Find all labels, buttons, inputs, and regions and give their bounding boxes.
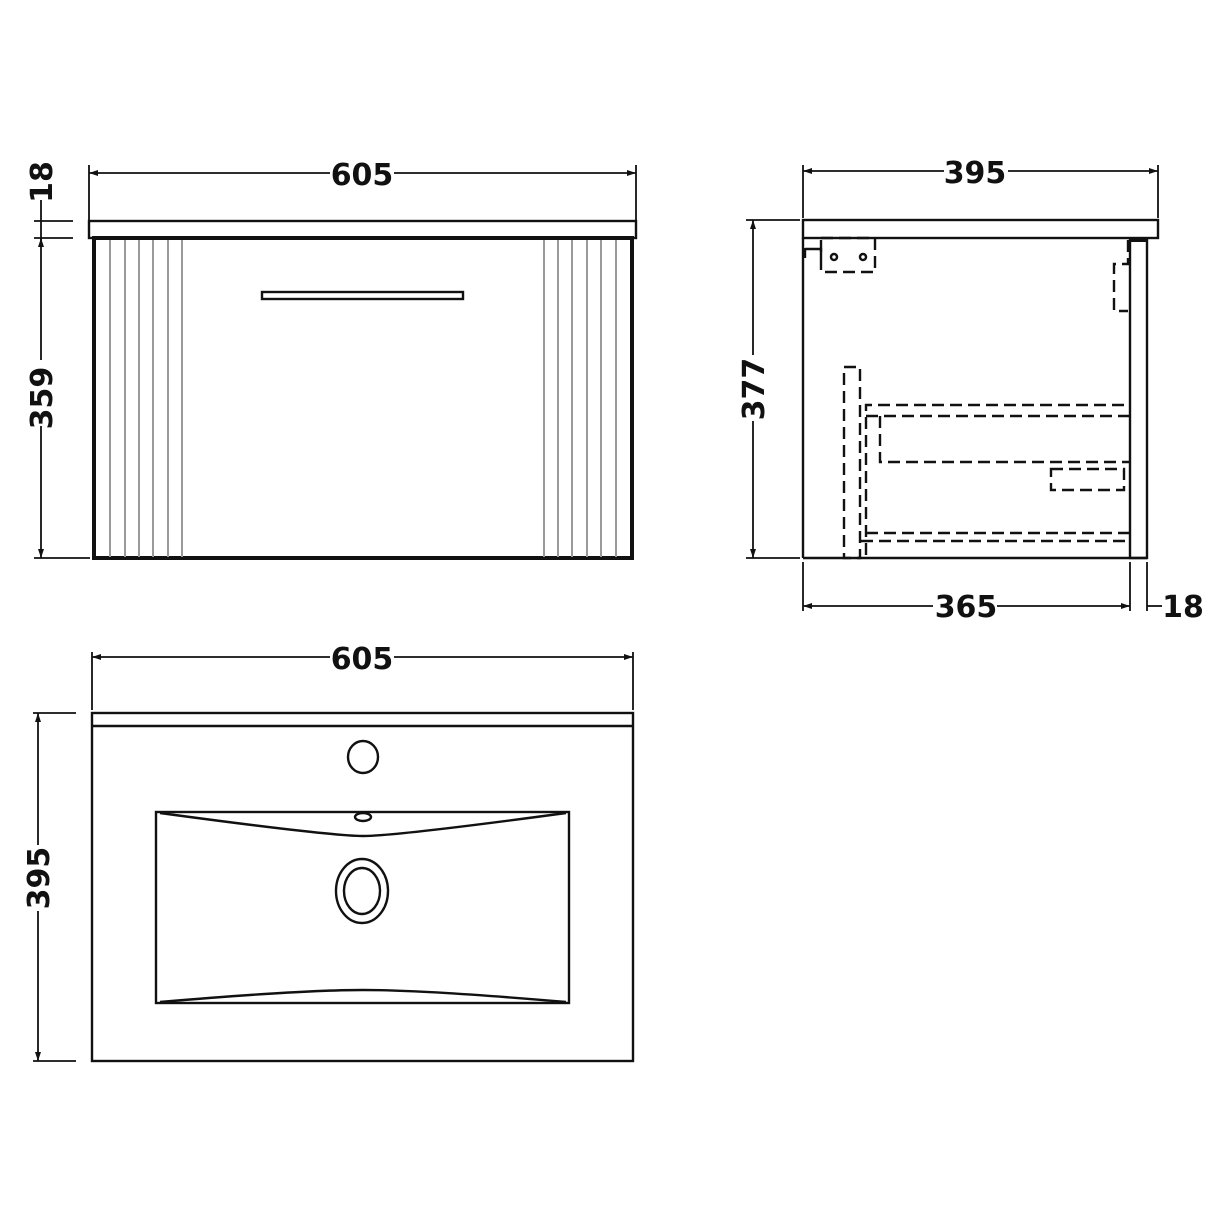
side-view: 395 377 365 18: [736, 153, 1204, 625]
plan-outline: [90, 711, 635, 1063]
flutes-right: [543, 240, 617, 557]
tap-hole: [346, 739, 380, 775]
side-depth-dimension: 395: [802, 153, 1159, 218]
front-height-label: 359: [25, 367, 60, 430]
plan-width-label: 605: [331, 642, 394, 677]
overflow: [353, 811, 373, 823]
side-door-thickness-label: 18: [1162, 590, 1204, 625]
front-carcass: [92, 236, 634, 560]
drawer-box: [861, 403, 1129, 555]
side-worktop: [801, 218, 1160, 240]
side-height-dimension: 377: [736, 219, 800, 559]
front-height-dimension: 359: [24, 238, 90, 559]
side-depth-label: 395: [944, 156, 1007, 191]
side-bottom-dimensions: 365 18: [802, 562, 1204, 625]
plan-view: 605 395: [21, 640, 635, 1063]
plan-depth-label: 395: [22, 847, 57, 910]
side-carcass-depth-label: 365: [935, 590, 998, 625]
front-width-dimension: 605: [88, 155, 637, 220]
front-width-label: 605: [331, 158, 394, 193]
wall-bracket: [803, 236, 877, 274]
plan-depth-dimension: 395: [21, 712, 76, 1062]
waste-outlet: [334, 857, 390, 925]
front-fixing: [1112, 240, 1130, 313]
front-worktop-thickness-label: 18: [25, 161, 60, 203]
front-worktop-thickness-dimension: 18: [25, 161, 73, 245]
basin-bowl: [154, 810, 571, 1005]
drawer-handle: [260, 290, 465, 301]
side-door-panel: [1128, 237, 1149, 560]
side-height-label: 377: [737, 358, 772, 421]
plan-width-dimension: 605: [91, 640, 634, 710]
flutes-left: [109, 240, 183, 557]
front-worktop: [87, 219, 638, 240]
front-view: 605 18 359: [24, 155, 638, 560]
side-support: [842, 365, 862, 560]
